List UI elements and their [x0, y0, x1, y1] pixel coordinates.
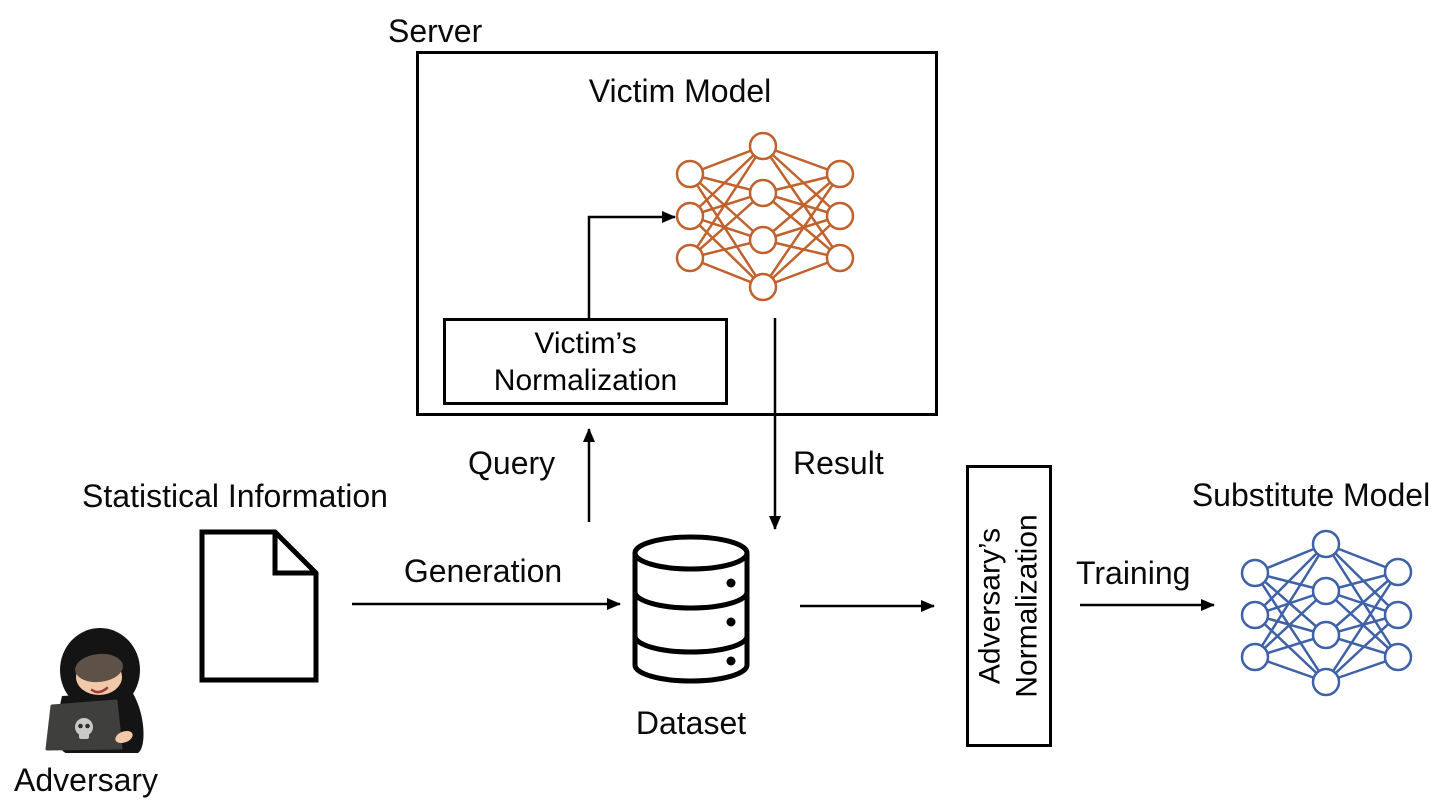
result-label: Result	[793, 445, 884, 481]
dataset-label: Dataset	[635, 705, 747, 741]
adversarys-normalization-box: Adversary’s Normalization	[966, 465, 1052, 747]
normalization-to-model-arrow	[587, 211, 676, 318]
adversarys-normalization-line1: Adversary’s	[974, 527, 1007, 685]
statistical-information-label: Statistical Information	[82, 478, 388, 514]
victim-network-icon	[675, 131, 855, 302]
victims-normalization-line1: Victim’s	[534, 326, 637, 360]
query-label: Query	[468, 445, 556, 481]
substitute-network-icon	[1240, 529, 1413, 697]
victims-normalization-line2: Normalization	[493, 363, 678, 397]
document-icon	[199, 529, 319, 683]
victims-normalization-box: Victim’s Normalization	[443, 318, 728, 405]
adversarys-normalization-text: Adversary’s Normalization	[972, 514, 1046, 697]
server-box	[416, 51, 938, 416]
server-label: Server	[388, 13, 483, 49]
training-label: Training	[1076, 555, 1191, 591]
adversarys-normalization-line2: Normalization	[1011, 514, 1044, 698]
generation-label: Generation	[403, 553, 563, 589]
victim-model-label: Victim Model	[588, 73, 772, 109]
hooded-hacker-laptop-icon	[45, 628, 144, 753]
skull-icon	[75, 718, 93, 739]
adversary-label: Adversary	[14, 762, 159, 798]
database-icon	[632, 534, 750, 684]
substitute-model-label: Substitute Model	[1191, 477, 1431, 513]
